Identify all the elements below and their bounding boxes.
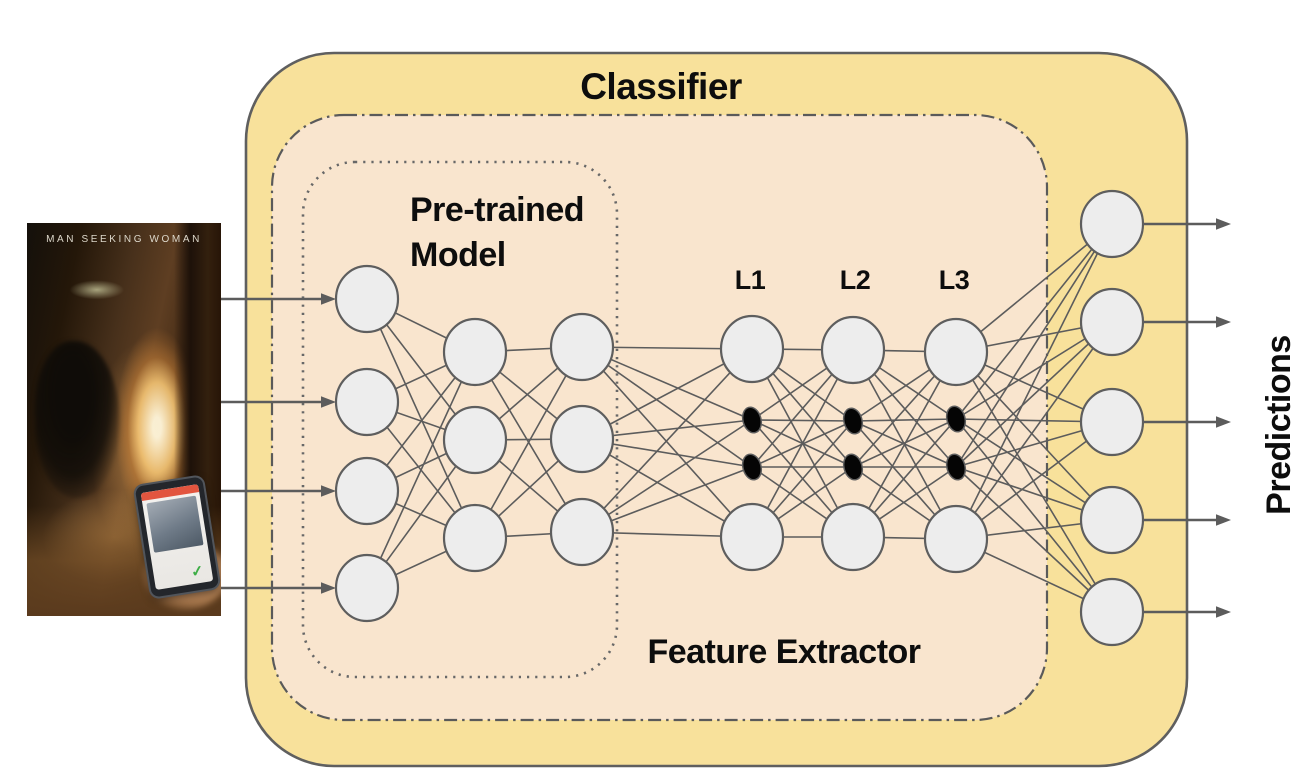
poster-title: MAN SEEKING WOMAN xyxy=(46,234,202,245)
edge xyxy=(955,223,1113,420)
dropout-node-L3-2 xyxy=(945,405,967,433)
edge xyxy=(955,223,1113,540)
edge xyxy=(852,418,957,422)
dropout-node-L2-2 xyxy=(842,407,864,435)
output-arrow-4-head xyxy=(1216,514,1231,526)
edge xyxy=(581,346,753,468)
dropout-node-L2-3 xyxy=(842,453,864,481)
edge xyxy=(955,223,1113,353)
pretrained-model-box xyxy=(301,160,619,679)
node-pretrained-hidden-1-1 xyxy=(442,317,508,387)
arrows-layer xyxy=(221,218,1231,618)
layer-label-l1: L1 xyxy=(735,265,766,295)
input-arrow-4-head xyxy=(321,582,336,594)
node-L3-1 xyxy=(923,317,989,387)
edge xyxy=(366,298,476,539)
poster-man-silhouette xyxy=(34,340,121,499)
node-input-3 xyxy=(334,456,400,526)
edge xyxy=(751,419,854,422)
node-pretrained-hidden-1-2 xyxy=(442,405,508,475)
pretrained-label-line1: Pre-trained xyxy=(410,191,584,229)
node-L3-4 xyxy=(923,504,989,574)
input-arrow-2-head xyxy=(321,396,336,408)
edge xyxy=(474,346,583,539)
node-input-2 xyxy=(334,367,400,437)
node-L2-1 xyxy=(820,315,886,385)
node-input-4 xyxy=(334,553,400,623)
node-L2-4 xyxy=(820,502,886,572)
edge xyxy=(366,351,476,589)
dropout-node-L3-3 xyxy=(945,453,967,481)
output-arrow-5-head xyxy=(1216,606,1231,618)
classifier-label: Classifier xyxy=(580,66,742,107)
edge xyxy=(581,438,753,538)
nodes-layer xyxy=(334,189,1145,647)
edge xyxy=(955,418,1113,613)
node-L1-1 xyxy=(719,314,785,384)
layer-label-l2: L2 xyxy=(840,265,871,295)
node-output-4 xyxy=(1079,485,1145,555)
edge xyxy=(955,321,1113,468)
input-arrow-1-head xyxy=(321,293,336,305)
node-pretrained-hidden-2-1 xyxy=(549,312,615,382)
pretrained-label-line2: Model xyxy=(410,236,506,274)
edge xyxy=(955,351,1113,613)
node-pretrained-hidden-2-3 xyxy=(549,497,615,567)
layer-label-l3: L3 xyxy=(939,265,970,295)
edge xyxy=(955,466,1113,613)
node-input-1 xyxy=(334,264,400,334)
node-pretrained-hidden-2-2 xyxy=(549,404,615,474)
node-output-5 xyxy=(1079,577,1145,647)
input-arrow-3-head xyxy=(321,485,336,497)
edge xyxy=(751,349,854,538)
dropout-node-L1-3 xyxy=(741,453,763,481)
node-output-2 xyxy=(1079,287,1145,357)
edge xyxy=(955,321,1113,540)
node-pretrained-hidden-1-3 xyxy=(442,503,508,573)
edge xyxy=(581,419,753,533)
input-poster-image: MAN SEEKING WOMAN ✓ xyxy=(27,223,221,616)
output-arrow-1-head xyxy=(1216,218,1231,230)
predictions-label: Predictions xyxy=(1260,335,1298,515)
edge xyxy=(955,223,1113,468)
dropout-node-L1-2 xyxy=(741,406,763,434)
edge xyxy=(955,351,1113,521)
edge xyxy=(581,348,753,533)
edge xyxy=(852,351,957,538)
feature-extractor-label: Feature Extractor xyxy=(647,633,920,671)
output-arrow-3-head xyxy=(1216,416,1231,428)
edge xyxy=(581,346,753,538)
node-output-3 xyxy=(1079,387,1145,457)
output-arrow-2-head xyxy=(1216,316,1231,328)
node-L1-4 xyxy=(719,502,785,572)
node-output-1 xyxy=(1079,189,1145,259)
